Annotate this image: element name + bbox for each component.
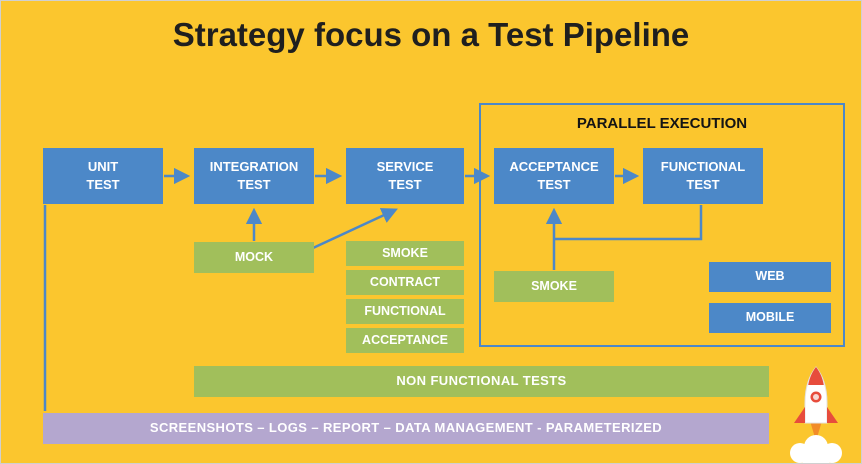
acceptance-smoke-label: SMOKE [531, 278, 577, 293]
service-acceptance-label: ACCEPTANCE [362, 332, 448, 347]
service-functional-node: FUNCTIONAL [346, 299, 464, 324]
web-label: WEB [755, 269, 785, 284]
mobile-label: MOBILE [745, 310, 795, 325]
functional-test-node: FUNCTIONAL TEST [643, 148, 763, 204]
acceptance-test-label: ACCEPTANCE TEST [509, 158, 599, 192]
service-contract-node: CONTRACT [346, 270, 464, 295]
integration-test-node: INTEGRATION TEST [194, 148, 314, 204]
service-functional-label: FUNCTIONAL [364, 303, 446, 318]
service-test-node: SERVICE TEST [346, 148, 464, 204]
service-test-label: SERVICE TEST [376, 158, 434, 192]
page-title: Strategy focus on a Test Pipeline [172, 16, 690, 53]
footer-bar-label: SCREENSHOTS – LOGS – REPORT – DATA MANAG… [149, 420, 663, 436]
unit-test-node: UNIT TEST [43, 148, 163, 204]
parallel-execution-group [479, 103, 845, 347]
acceptance-test-node: ACCEPTANCE TEST [494, 148, 614, 204]
service-smoke-node: SMOKE [346, 241, 464, 266]
service-smoke-label: SMOKE [382, 245, 428, 260]
non-functional-tests-bar: NON FUNCTIONAL TESTS [194, 366, 769, 397]
mock-node: MOCK [194, 242, 314, 273]
footer-bar: SCREENSHOTS – LOGS – REPORT – DATA MANAG… [43, 413, 769, 444]
acceptance-smoke-node: SMOKE [494, 271, 614, 302]
mobile-node: MOBILE [709, 303, 831, 333]
non-functional-tests-label: NON FUNCTIONAL TESTS [396, 373, 567, 389]
unit-test-label: UNIT TEST [86, 158, 120, 192]
service-acceptance-node: ACCEPTANCE [346, 328, 464, 353]
service-contract-label: CONTRACT [369, 274, 441, 289]
rocket-icon [790, 366, 842, 463]
parallel-execution-label: PARALLEL EXECUTION [576, 115, 748, 132]
integration-test-label: INTEGRATION TEST [209, 158, 299, 192]
mock-label: MOCK [234, 249, 274, 264]
functional-test-label: FUNCTIONAL TEST [660, 158, 746, 192]
web-node: WEB [709, 262, 831, 292]
